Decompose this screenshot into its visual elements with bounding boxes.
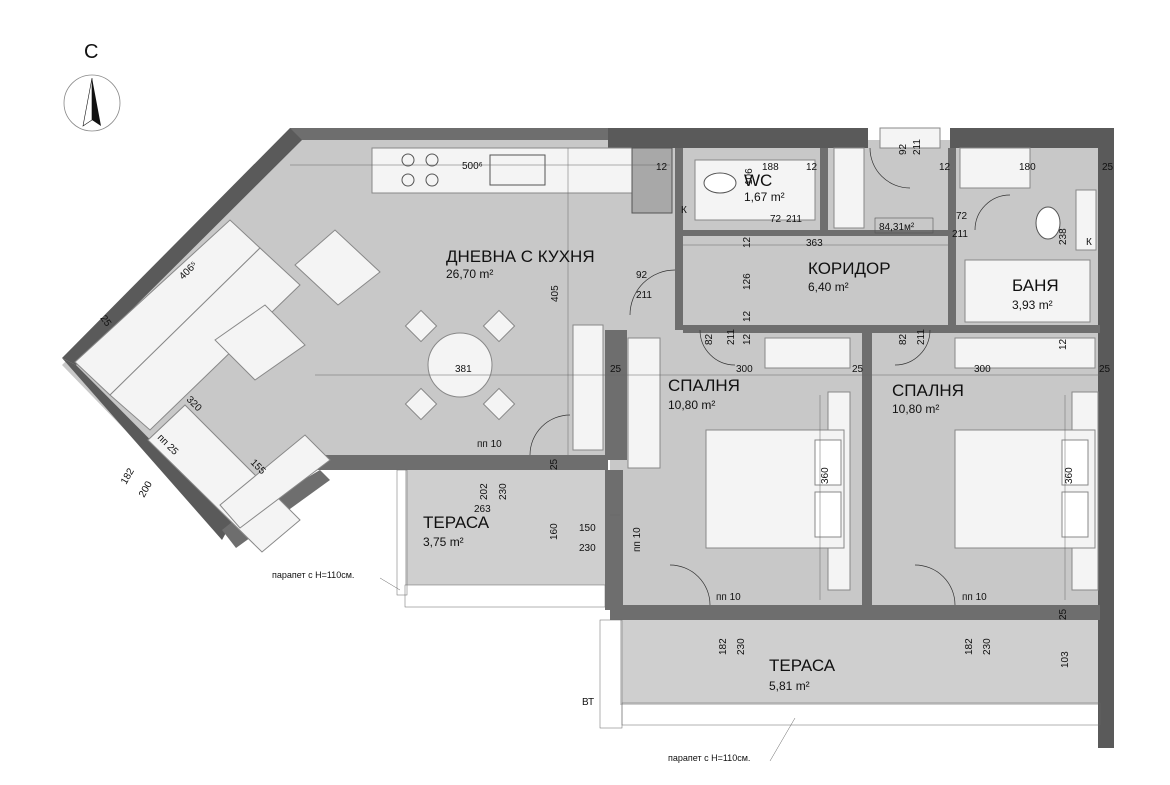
kitchen-counter (371, 147, 673, 214)
dim: 25 (610, 364, 622, 375)
k-label-bath: К (1086, 237, 1092, 248)
dim: 200 (137, 479, 155, 499)
room-labels: ДНЕВНА С КУХНЯ 26,70 m² WC 1,67 m² КОРИД… (423, 171, 1059, 693)
door-swings (529, 147, 1011, 606)
dim: 12 (1058, 338, 1069, 350)
dim: 263 (474, 504, 491, 515)
north-label: С (84, 41, 98, 63)
dim: пп 10 (477, 439, 502, 450)
dim: пп 10 (716, 592, 741, 603)
bath-area: 3,93 m² (1012, 298, 1053, 312)
wc-fixtures (694, 127, 941, 229)
dim: 12 (742, 236, 753, 248)
dim: 126 (742, 273, 753, 290)
dim: пп 10 (962, 592, 987, 603)
dim: 12 (656, 162, 668, 173)
dim: 25 (852, 364, 864, 375)
dim: 381 (455, 364, 472, 375)
dim: 180 (1019, 162, 1036, 173)
dim: 300 (974, 364, 991, 375)
total-area: 84,31м² (879, 222, 915, 233)
dim: 211 (786, 214, 802, 225)
dim: 72 (956, 211, 968, 222)
dim: 25 (1058, 608, 1069, 620)
north-arrow: С (63, 41, 121, 132)
dim: 106 (744, 168, 755, 185)
dim: 211 (726, 329, 737, 345)
dim: 182 (964, 638, 975, 655)
k-label-wc: К (681, 205, 687, 216)
wc-name: WC (744, 171, 772, 190)
dim: пп 10 (632, 527, 643, 552)
dim: 25 (1102, 162, 1114, 173)
parapet-note-1: парапет с Н=110см. (272, 570, 354, 580)
terrace2-area: 5,81 m² (769, 679, 810, 693)
living-furniture (74, 219, 604, 553)
dim-kitchen-len: 500⁶ (462, 161, 483, 172)
dimension-lines (290, 148, 1100, 600)
dim: 25 (1099, 364, 1111, 375)
dim: 211 (952, 229, 968, 240)
misc-labels: 84,31м² К К ВТ парапет с Н=110см. парапе… (272, 205, 1092, 763)
dim: 230 (579, 543, 596, 554)
living-area: 26,70 m² (446, 267, 493, 281)
bed1-area: 10,80 m² (668, 398, 715, 412)
dim: 92 (636, 270, 648, 281)
dim: 182 (119, 466, 137, 486)
dim: 360 (820, 467, 831, 484)
dim: 230 (498, 483, 509, 500)
dim: 72 (770, 214, 782, 225)
dim: 363 (806, 238, 823, 249)
bed2-area: 10,80 m² (892, 402, 939, 416)
dim: 92 (898, 143, 909, 155)
dim: 405 (550, 285, 561, 302)
dimension-texts: 500⁶ 12 188 12 180 12 25 106 92 211 72 2… (98, 139, 1114, 668)
dim: 188 (762, 162, 779, 173)
dim: 211 (636, 290, 652, 301)
dim: 238 (1058, 228, 1069, 245)
terrace2-name: ТЕРАСА (769, 656, 836, 675)
dim: 160 (549, 523, 560, 540)
bt-label: ВТ (582, 697, 594, 708)
dim: 182 (718, 638, 729, 655)
bath-name: БАНЯ (1012, 276, 1059, 295)
dim: 230 (982, 638, 993, 655)
bed2-name: СПАЛНЯ (892, 381, 964, 400)
dim: 82 (704, 333, 715, 345)
bed1-name: СПАЛНЯ (668, 376, 740, 395)
terrace1-name: ТЕРАСА (423, 513, 490, 532)
corridor-area: 6,40 m² (808, 280, 849, 294)
corridor-name: КОРИДОР (808, 259, 891, 278)
dim: 300 (736, 364, 753, 375)
dim: 12 (806, 162, 818, 173)
dim: 12 (939, 162, 951, 173)
dim: 103 (1060, 651, 1071, 668)
dim: 150 (579, 523, 596, 534)
parapet-note-2: парапет с Н=110см. (668, 753, 750, 763)
dim: 360 (1064, 467, 1075, 484)
dim: 12 (742, 310, 753, 322)
bedroom-furniture (627, 337, 1099, 591)
dim: 82 (898, 333, 909, 345)
terrace1-area: 3,75 m² (423, 535, 464, 549)
dim: 211 (912, 139, 923, 155)
dim: 202 (479, 483, 490, 500)
living-name: ДНЕВНА С КУХНЯ (446, 247, 595, 266)
wc-area: 1,67 m² (744, 190, 785, 204)
dim: 230 (736, 638, 747, 655)
bath-fixtures (959, 147, 1097, 323)
dim: 25 (549, 458, 560, 470)
dim: 211 (916, 329, 927, 345)
dim: 12 (742, 333, 753, 345)
